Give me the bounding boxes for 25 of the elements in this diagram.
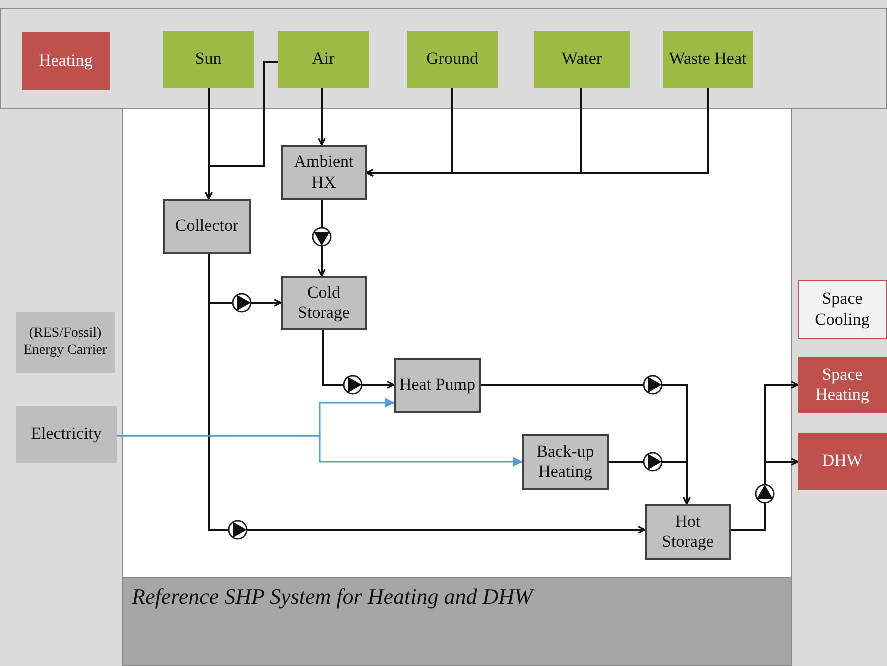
demand-box: Space Cooling: [798, 280, 887, 339]
energy-source-box: Water: [534, 31, 630, 88]
flow-arrow: [322, 330, 395, 389]
flow-arrow: [609, 461, 691, 505]
energy-source-box: Air: [278, 31, 369, 88]
component-box: Hot Storage: [645, 504, 731, 560]
flow-arrow: [318, 88, 326, 146]
demand-box: Heating: [22, 32, 110, 90]
demand-box: Space Heating: [798, 357, 887, 413]
component-box: Collector: [163, 199, 251, 254]
caption: Reference SHP System for Heating and DHW: [132, 584, 533, 610]
component-box: Heat Pump: [394, 358, 481, 413]
component-box: Cold Storage: [281, 276, 367, 330]
flow-arrow: [205, 61, 278, 200]
component-box: Back-up Heating: [522, 434, 609, 490]
demand-box: DHW: [798, 433, 887, 490]
flow-arrow: [366, 88, 709, 177]
electricity-arrow: [117, 435, 523, 467]
energy-source-box: Sun: [163, 31, 254, 88]
energy-input-box: Electricity: [16, 406, 117, 463]
flow-arrow: [318, 200, 326, 277]
energy-input-box: (RES/Fossil) Energy Carrier: [16, 312, 115, 373]
energy-source-box: Waste Heat: [663, 31, 753, 88]
component-box: Ambient HX: [281, 145, 367, 200]
energy-source-box: Ground: [407, 31, 498, 88]
